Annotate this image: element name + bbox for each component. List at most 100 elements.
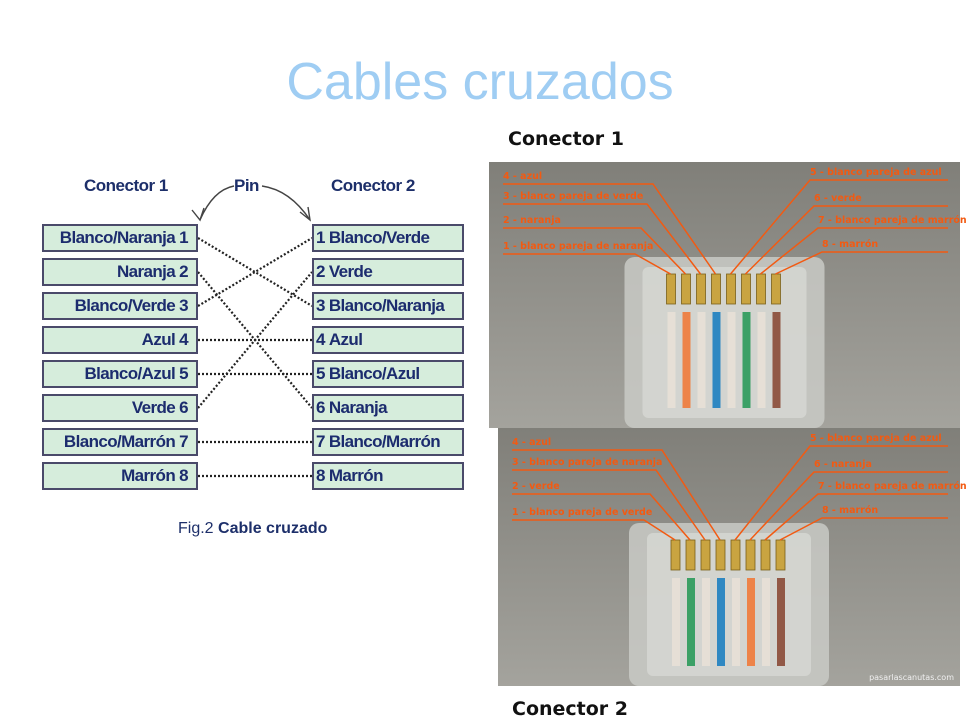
label-leader	[744, 205, 948, 275]
left-pin-number: 7	[179, 432, 188, 451]
wire-strand	[762, 578, 770, 666]
left-pin-number: 2	[179, 262, 188, 281]
label-leader	[749, 471, 948, 541]
left-pin-number: 5	[179, 364, 188, 383]
wire-strand	[682, 312, 691, 408]
gold-contact	[715, 539, 726, 571]
pin-label-right: 7 - blanco pareja de marrón	[818, 215, 967, 226]
left-pin-color: Blanco/Verde	[74, 296, 176, 315]
slide-title: Cables cruzados	[286, 53, 674, 111]
pin-label-left: 2 - verde	[512, 481, 560, 492]
label-leader	[775, 251, 948, 275]
label-leader	[503, 253, 671, 275]
pin-label-left: 3 - blanco pareja de naranja	[512, 457, 663, 468]
wire-strand	[747, 578, 755, 666]
gold-contact	[760, 539, 771, 571]
left-pin-number: 6	[179, 398, 188, 417]
wire-strand	[757, 312, 766, 408]
gold-contact	[670, 539, 681, 571]
wire-strand	[732, 578, 740, 666]
right-pin-number: 1	[316, 228, 325, 247]
wire-strand	[697, 312, 706, 408]
left-pin-number: 4	[179, 330, 188, 349]
label-leader	[734, 445, 948, 541]
pin-arrow	[191, 207, 205, 222]
pin-label-right: 8 - marrón	[822, 505, 879, 516]
label-leader	[503, 183, 717, 275]
gold-contact	[771, 273, 781, 305]
wire-line	[197, 271, 313, 409]
gold-contact	[745, 539, 756, 571]
wire-strand	[712, 312, 721, 408]
pin-label-right: 7 - blanco pareja de marrón	[818, 481, 967, 492]
pin-label-right: 5 - blanco pareja de azul	[810, 167, 942, 178]
left-pin-color: Azul	[141, 330, 176, 349]
label-leader	[760, 227, 948, 275]
left-pin-number: 1	[179, 228, 188, 247]
connector-2-photo: 4 - azul 3 - blanco pareja de naranja 2 - …	[498, 428, 967, 686]
pin-arrow	[199, 185, 235, 221]
pin-label-right: 6 - verde	[814, 193, 862, 204]
pin-label-right: 6 - naranja	[814, 459, 872, 470]
pin-arrow	[261, 185, 311, 221]
diagram-right-header: Conector 2	[331, 176, 415, 195]
label-leader	[512, 493, 691, 541]
wire-strand	[672, 578, 680, 666]
gold-contact	[681, 273, 691, 305]
connector-2-label: Conector 2	[512, 698, 629, 720]
gold-contact	[685, 539, 696, 571]
left-pin-number: 8	[179, 466, 188, 485]
right-pin-color: Azul	[328, 330, 363, 349]
gold-contact	[741, 273, 751, 305]
gold-contact	[700, 539, 711, 571]
gold-contact	[730, 539, 741, 571]
right-pin-color: Blanco/Marrón	[328, 432, 441, 451]
wire-strand	[717, 578, 725, 666]
wire-strand	[742, 312, 751, 408]
rj45-connector-illustration	[498, 428, 960, 686]
wire-strand	[687, 578, 695, 666]
right-pin-number: 4	[316, 330, 325, 349]
pin-label-left: 1 - blanco pareja de naranja	[503, 241, 654, 252]
wire-strand	[777, 578, 785, 666]
gold-contact	[666, 273, 676, 305]
connector-1-label: Conector 1	[508, 128, 625, 150]
label-leader	[779, 517, 948, 541]
gold-contact	[726, 273, 736, 305]
right-pin-number: 6	[316, 398, 325, 417]
pin-label-right: 8 - marrón	[822, 239, 879, 250]
pin-arrow	[299, 206, 311, 222]
right-pin-number: 7	[316, 432, 325, 451]
left-pin-color: Verde	[131, 398, 176, 417]
gold-contact	[756, 273, 766, 305]
gold-contact	[711, 273, 721, 305]
pin-label-left: 3 - blanco pareja de verde	[503, 191, 644, 202]
caption-text: Cable cruzado	[218, 520, 328, 537]
pin-label-left: 4 - azul	[512, 437, 552, 448]
right-pin-number: 8	[316, 466, 325, 485]
left-pin-number: 3	[179, 296, 188, 315]
wiring-lines	[191, 185, 313, 478]
label-leader	[503, 227, 687, 275]
pin-label-left: 1 - blanco pareja de verde	[512, 507, 653, 518]
pin-label-left: 4 - azul	[503, 171, 543, 182]
left-pin-color: Naranja	[116, 262, 176, 281]
pin-label-right: 5 - blanco pareja de azul	[810, 433, 942, 444]
right-pin-number: 3	[316, 296, 325, 315]
label-leader	[503, 203, 702, 275]
right-pin-color: Blanco/Verde	[328, 228, 430, 247]
right-pin-color: Blanco/Naranja	[328, 296, 445, 315]
label-leader	[764, 493, 948, 541]
label-leader	[512, 519, 676, 541]
diagram-caption: Fig.2 Cable cruzado	[178, 520, 327, 538]
